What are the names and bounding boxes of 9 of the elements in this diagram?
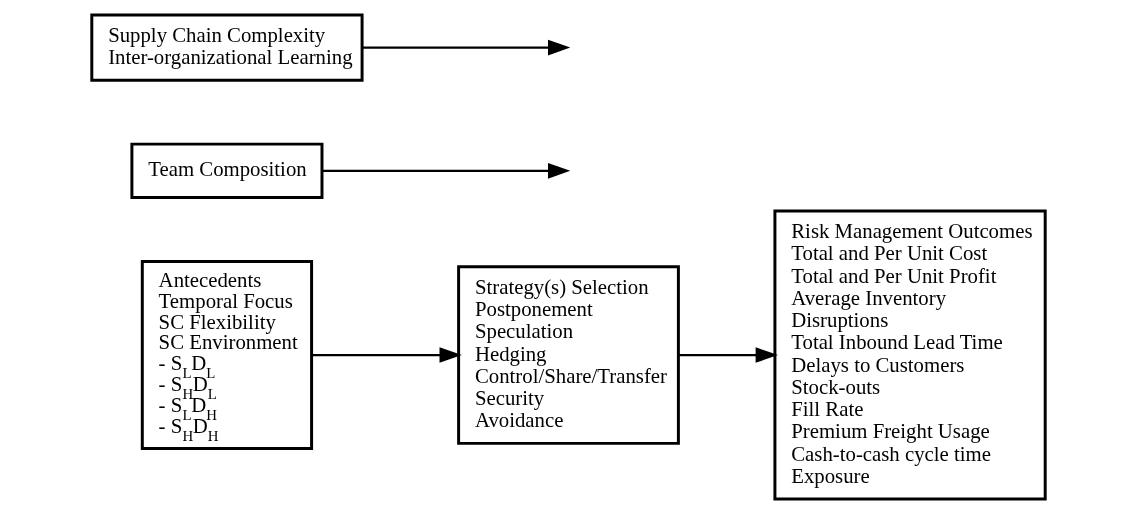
node-box: Supply Chain Complexity Inter-organizational Learning <box>90 12 364 82</box>
arrow <box>678 346 778 363</box>
arrow <box>322 162 571 179</box>
node-box: Antecedents Temporal Focus SC Flexibility SC Environment - S$_{L}$D$_{L}$ - S$_{H}$D$_{L}$ - S$_{L}$D$_{H}$ - S$_{H}$D$_{H}$ <box>140 259 314 450</box>
node-box: Risk Management Outcomes Total and Per Unit Cost Total and Per Unit Profit Average Inventory Disruptions Total Inbound Lead Time Delays to Customers Stock-outs Fill Rate Premium Freight Usage Cash-to-cash cycle time Exposure <box>773 208 1047 501</box>
node-box: Strategy(s) Selection Postponement Speculation Hedging Control/Share/Transfer Security Avoidance <box>457 264 680 445</box>
node-box: Team Composition <box>130 142 324 199</box>
arrow <box>362 39 571 55</box>
arrow <box>311 346 462 363</box>
